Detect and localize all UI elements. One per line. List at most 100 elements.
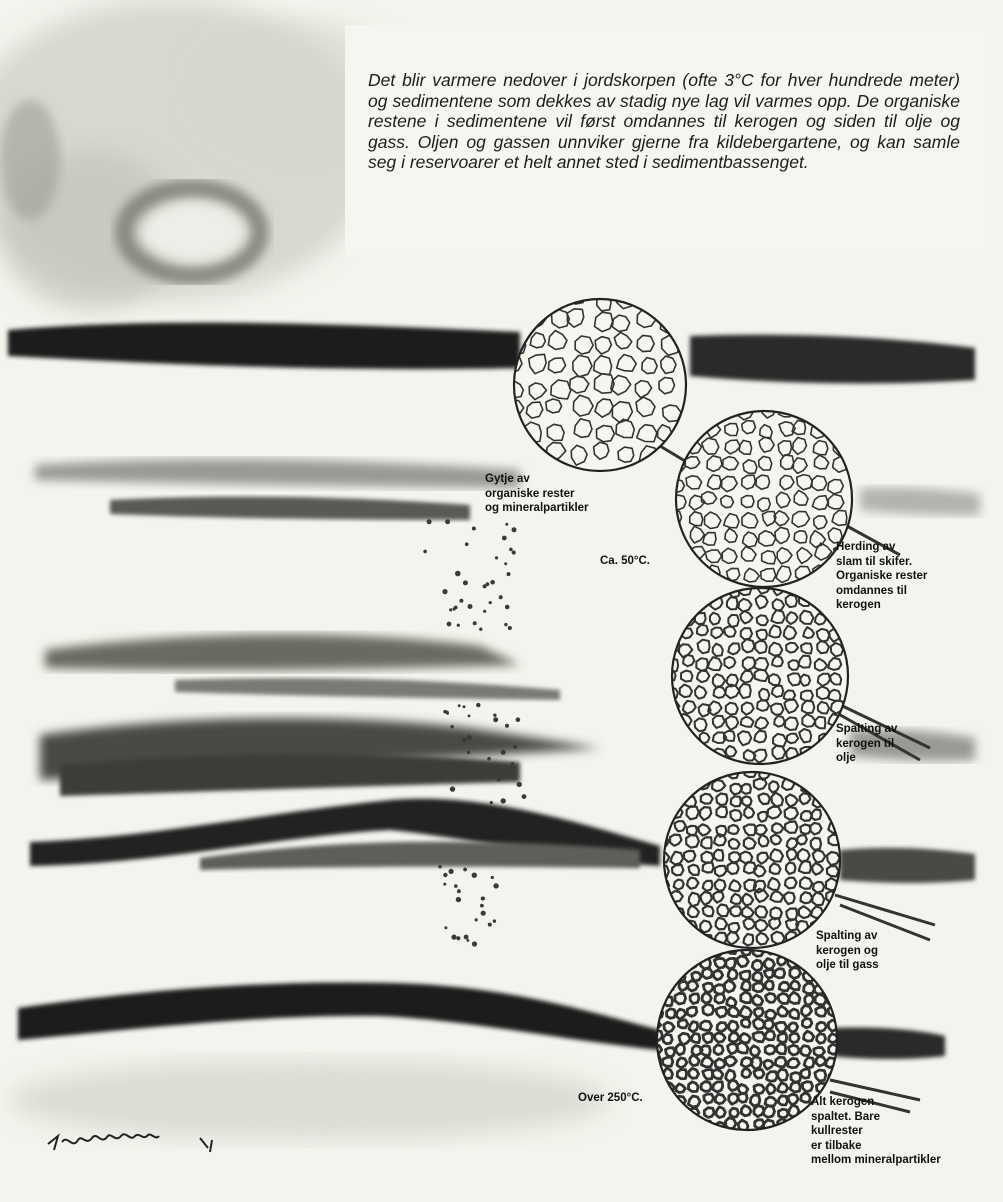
mineral-grain <box>725 401 737 417</box>
droplet <box>443 873 447 877</box>
mineral-grain <box>657 808 669 819</box>
mineral-grain <box>664 584 677 597</box>
mineral-grain <box>830 401 846 415</box>
droplet <box>505 605 510 610</box>
droplet <box>463 705 466 708</box>
droplet <box>472 527 476 531</box>
droplet <box>444 926 447 929</box>
droplet <box>479 628 482 631</box>
droplet <box>489 601 492 604</box>
mineral-grain <box>712 582 725 596</box>
mineral-grain <box>704 768 714 779</box>
droplet <box>486 582 490 586</box>
mineral-grain <box>802 584 814 595</box>
droplet <box>482 897 485 900</box>
droplet <box>458 704 461 707</box>
droplet <box>488 923 492 927</box>
mineral-grain <box>668 624 680 637</box>
droplet <box>501 750 506 755</box>
droplet <box>442 589 447 594</box>
mineral-grain <box>654 1093 665 1104</box>
droplet <box>472 941 477 946</box>
droplet <box>462 737 467 742</box>
droplet <box>505 523 508 526</box>
droplet <box>513 745 517 749</box>
droplet <box>502 536 507 541</box>
mineral-grain <box>656 768 667 779</box>
droplet <box>438 865 441 868</box>
mineral-grain <box>812 769 823 780</box>
droplet <box>508 626 512 630</box>
droplet <box>467 751 470 754</box>
mineral-grain <box>660 894 670 905</box>
droplet <box>454 884 458 888</box>
mineral-grain <box>550 288 569 306</box>
mineral-grain <box>828 777 839 789</box>
droplet <box>511 762 514 765</box>
mineral-grain <box>659 778 671 791</box>
mineral-grain <box>651 1119 662 1129</box>
mineral-grain <box>802 1119 811 1128</box>
droplet <box>473 621 477 625</box>
mineral-grain <box>666 972 675 981</box>
droplet <box>482 768 487 773</box>
mineral-grain <box>653 957 665 968</box>
mineral-grain <box>694 596 706 606</box>
mineral-grain <box>688 935 698 946</box>
mineral-grain <box>505 446 523 464</box>
droplet <box>475 918 478 921</box>
mineral-grain <box>679 598 693 611</box>
mineral-grain <box>829 982 839 991</box>
magnified-sediment-views <box>502 288 935 1133</box>
mineral-grain <box>652 985 662 995</box>
mineral-grain <box>660 919 671 930</box>
mineral-grain <box>684 780 697 791</box>
mineral-grain <box>818 749 831 762</box>
mineral-grain <box>686 424 700 439</box>
droplet <box>493 883 498 888</box>
mineral-grain <box>797 400 810 416</box>
mineral-grain <box>664 957 673 967</box>
mineral-grain <box>532 292 548 310</box>
mineral-grain <box>652 970 663 980</box>
droplet <box>464 935 469 940</box>
droplet <box>455 571 461 577</box>
mineral-grain <box>677 947 688 956</box>
droplet <box>483 610 486 613</box>
mineral-grain <box>676 1107 685 1117</box>
mineral-grain <box>819 584 830 597</box>
stage-3-caption: Spalting av kerogen til olje <box>836 722 897 766</box>
mineral-grain <box>671 795 681 806</box>
magnified-circle-1 <box>502 288 700 471</box>
mineral-grain <box>833 612 844 624</box>
mineral-grain <box>655 821 667 832</box>
droplet <box>495 556 498 559</box>
mineral-grain <box>665 945 676 955</box>
mineral-grain <box>693 1118 702 1128</box>
droplet <box>423 550 427 554</box>
mineral-grain <box>797 935 810 947</box>
intro-paragraph: Det blir varmere nedover i jordskorpen (… <box>368 70 960 173</box>
stage-2-caption: Herding av slam til skifer. Organiske re… <box>836 540 927 613</box>
mineral-grain <box>704 943 715 954</box>
mineral-grain <box>811 779 823 791</box>
mineral-grain <box>830 420 846 436</box>
droplet <box>468 604 473 609</box>
droplet <box>499 595 503 599</box>
droplet <box>427 519 432 524</box>
droplet <box>465 542 469 546</box>
droplet <box>512 527 517 532</box>
stage-4-caption: Spalting av kerogen og olje til gass <box>816 929 879 973</box>
mineral-grain <box>664 614 676 625</box>
mineral-grain <box>651 993 662 1004</box>
mineral-grain <box>802 943 812 952</box>
droplet <box>476 703 480 707</box>
mineral-grain <box>658 793 670 804</box>
mineral-grain <box>502 293 518 311</box>
mineral-grain <box>680 731 691 742</box>
droplet <box>504 562 507 565</box>
mineral-grain <box>652 1070 662 1079</box>
mineral-grain <box>656 936 668 947</box>
droplet <box>457 889 461 893</box>
